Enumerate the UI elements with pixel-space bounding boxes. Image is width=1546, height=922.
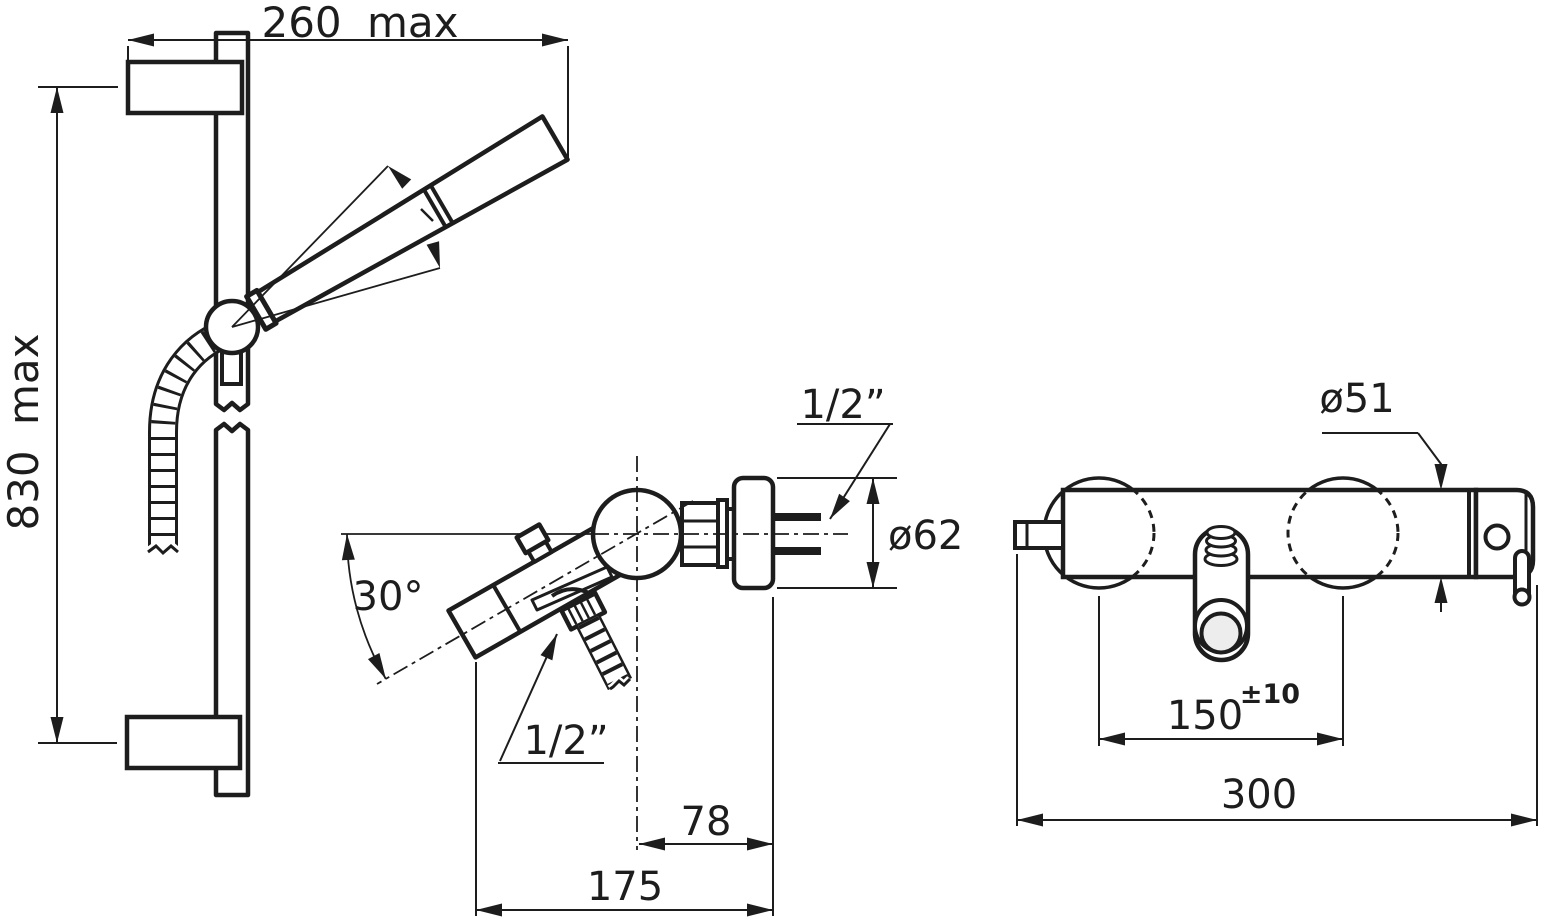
dimension-175: 175 — [475, 662, 773, 917]
inlet-pipe-thread-bottom — [773, 547, 821, 555]
label-half-inch-inlet: 1/2” — [797, 382, 893, 523]
diverter-knob-cap — [514, 522, 551, 556]
dimension-300: 300 — [1016, 554, 1538, 827]
diverter-knob-front — [1203, 525, 1239, 567]
dimension-78: 78 — [639, 597, 774, 916]
left-wall-flange-hidden — [1063, 491, 1156, 576]
dimension-30-degrees: 30° — [340, 533, 424, 683]
end-cap-button — [1483, 523, 1511, 551]
dim-half-inch-outlet-label: 1/2” — [523, 718, 608, 764]
wall-bracket-bottom — [124, 714, 243, 771]
dim-300-label: 300 — [1221, 772, 1297, 818]
left-control-stub — [1013, 520, 1065, 550]
hand-shower-swivel-indicator — [231, 161, 447, 328]
dimension-d62: ø62 — [777, 477, 963, 589]
slide-bar-side-view: 260 max 830 max — [0, 0, 570, 798]
dim-d62-label: ø62 — [888, 513, 963, 559]
dim-150-tolerance-label: ±10 — [1240, 679, 1300, 710]
label-half-inch-outlet: 1/2” — [498, 631, 609, 764]
dim-830-max-label: 830 max — [0, 333, 48, 530]
dim-260-max-label: 260 max — [261, 0, 458, 47]
dim-78-label: 78 — [681, 799, 732, 845]
dim-half-inch-inlet-label: 1/2” — [800, 382, 885, 428]
wall-escutcheon — [731, 475, 776, 591]
dimension-d51: ø51 — [1319, 376, 1448, 612]
centerlines — [376, 456, 848, 850]
dim-175-label: 175 — [587, 864, 663, 910]
dimension-830-max: 830 max — [0, 86, 118, 744]
hand-shower-body — [255, 114, 570, 324]
mixer-side-view: 30° 1/2” ø62 78 — [340, 382, 963, 917]
right-wall-flange-hidden — [1286, 491, 1400, 576]
dimension-150: 150 ±10 — [1098, 596, 1344, 746]
wall-bracket-top — [125, 59, 245, 116]
hand-shower-seam-1 — [421, 187, 449, 230]
mixer-front-view: ø51 150 ±10 300 — [1013, 376, 1538, 827]
dim-d51-label: ø51 — [1319, 376, 1394, 422]
hose-outlet-nipple — [550, 587, 633, 693]
dim-30-degrees-label: 30° — [353, 574, 424, 620]
dim-150-label: 150 — [1167, 693, 1243, 739]
inlet-pipe-thread-top — [773, 513, 821, 521]
shower-hose — [145, 320, 231, 560]
spout-bore — [1199, 611, 1243, 655]
mixer-bar-body — [1060, 487, 1479, 580]
slide-rail-lower — [213, 421, 251, 798]
nipple-fillet — [550, 587, 590, 598]
hand-shower-seam-2 — [428, 183, 456, 226]
flow-lever-tip — [1512, 587, 1532, 607]
dimension-260-max: 260 max — [127, 0, 569, 158]
